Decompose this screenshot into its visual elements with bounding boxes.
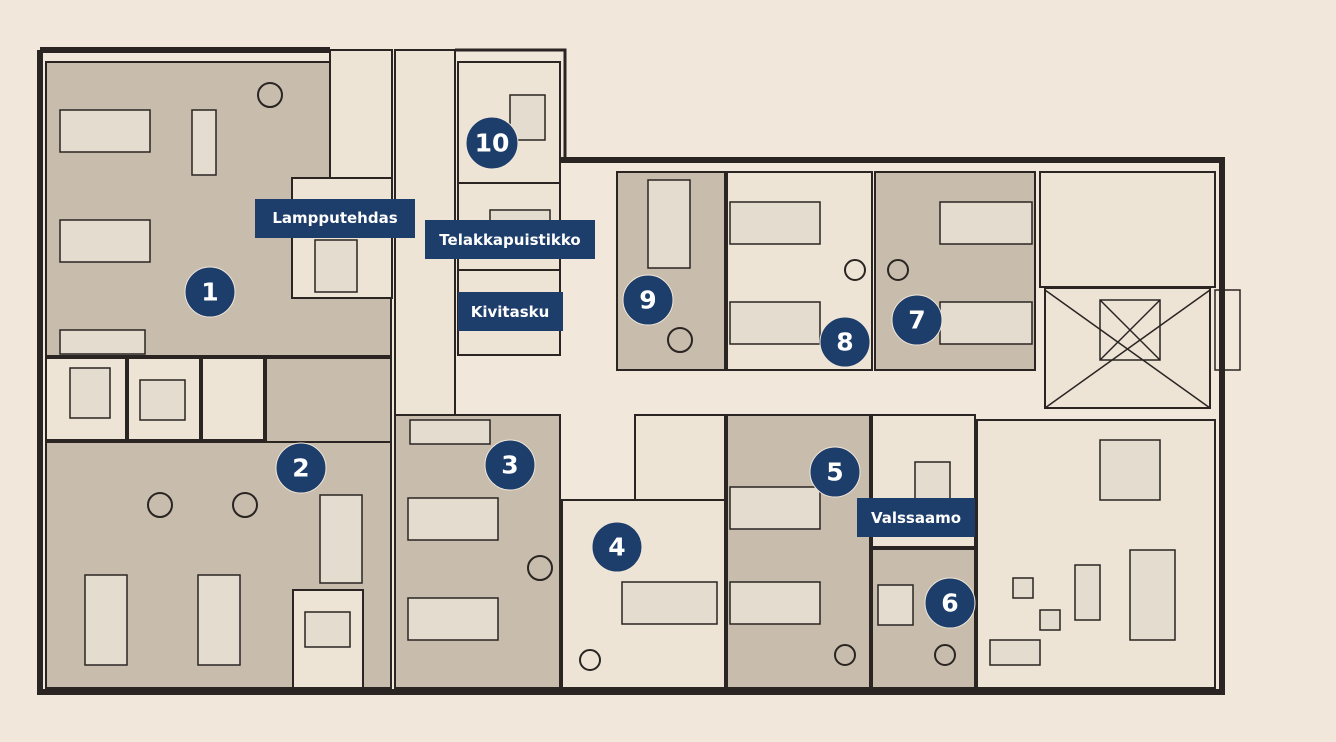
room-number: 6 bbox=[941, 589, 958, 618]
room-number: 9 bbox=[639, 286, 656, 315]
room-marker-4[interactable]: 4 bbox=[591, 521, 643, 573]
furniture bbox=[59, 82, 1211, 671]
restroom-area bbox=[329, 49, 393, 179]
room-marker-7[interactable]: 7 bbox=[891, 294, 943, 346]
label-lampputehdas[interactable]: Lampputehdas bbox=[255, 199, 415, 238]
room-marker-5[interactable]: 5 bbox=[809, 446, 861, 498]
room-number: 2 bbox=[292, 454, 309, 483]
room-marker-3[interactable]: 3 bbox=[484, 439, 536, 491]
room-number: 3 bbox=[501, 451, 518, 480]
room-3-area[interactable] bbox=[394, 414, 561, 689]
meeting-room-name: Telakkapuistikko bbox=[439, 231, 580, 249]
label-valssaamo[interactable]: Valssaamo bbox=[857, 498, 975, 537]
room-marker-9[interactable]: 9 bbox=[622, 274, 674, 326]
label-kivitasku[interactable]: Kivitasku bbox=[458, 292, 563, 331]
room-marker-10[interactable]: 10 bbox=[465, 116, 519, 170]
outer-walls bbox=[37, 47, 1241, 695]
meeting-room-name: Lampputehdas bbox=[272, 209, 397, 227]
room-marker-8[interactable]: 8 bbox=[819, 316, 871, 368]
open-space bbox=[1039, 171, 1216, 288]
room-marker-1[interactable]: 1 bbox=[184, 266, 236, 318]
label-telakkapuistikko[interactable]: Telakkapuistikko bbox=[425, 220, 595, 259]
kitchenette bbox=[201, 357, 265, 441]
room-number: 10 bbox=[475, 129, 510, 158]
meeting-room-name: Valssaamo bbox=[871, 509, 961, 527]
room-number: 1 bbox=[201, 278, 218, 307]
room-number: 8 bbox=[836, 328, 853, 357]
room-marker-2[interactable]: 2 bbox=[275, 442, 327, 494]
meeting-room-name: Kivitasku bbox=[471, 303, 550, 321]
room-marker-6[interactable]: 6 bbox=[924, 577, 976, 629]
room-number: 5 bbox=[826, 458, 843, 487]
room-number: 4 bbox=[608, 533, 625, 562]
toilets bbox=[634, 414, 726, 501]
room-number: 7 bbox=[908, 306, 925, 335]
room-2-lounge bbox=[265, 357, 392, 443]
